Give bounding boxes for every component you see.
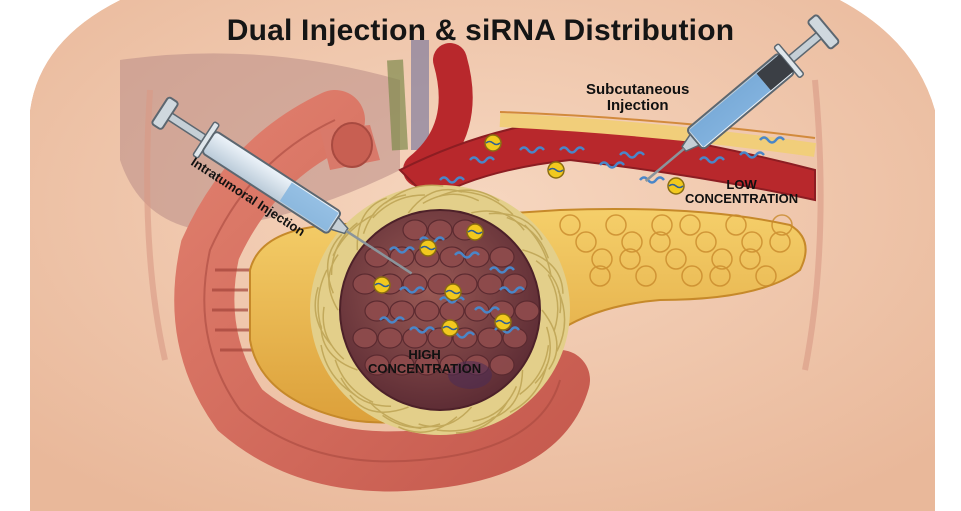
tumor-cell bbox=[415, 301, 439, 321]
label-subcutaneous-injection: Subcutaneous Injection bbox=[586, 82, 689, 114]
tumor-cell bbox=[440, 301, 464, 321]
tumor-cell bbox=[515, 301, 539, 321]
label-subcutaneous-line2: Injection bbox=[586, 98, 689, 114]
bile-duct bbox=[395, 60, 400, 150]
label-high-line2: CONCENTRATION bbox=[368, 362, 481, 376]
tumor-cell bbox=[490, 247, 514, 267]
label-high-concentration: HIGH CONCENTRATION bbox=[368, 348, 481, 375]
label-low-concentration: LOW CONCENTRATION bbox=[685, 178, 798, 205]
tumor-cell bbox=[503, 328, 527, 348]
label-low-line2: CONCENTRATION bbox=[685, 192, 798, 206]
label-high-line1: HIGH bbox=[368, 348, 481, 362]
tumor-cell bbox=[478, 328, 502, 348]
tumor-cell bbox=[478, 274, 502, 294]
tumor-cell bbox=[440, 247, 464, 267]
diagram-title: Dual Injection & siRNA Distribution bbox=[0, 14, 961, 48]
tumor bbox=[310, 185, 570, 435]
tumor-cell bbox=[378, 328, 402, 348]
tumor-cell bbox=[353, 328, 377, 348]
tumor-cell bbox=[490, 355, 514, 375]
label-subcutaneous-line1: Subcutaneous bbox=[586, 82, 689, 98]
label-low-line1: LOW bbox=[685, 178, 798, 192]
tumor-cell bbox=[390, 247, 414, 267]
